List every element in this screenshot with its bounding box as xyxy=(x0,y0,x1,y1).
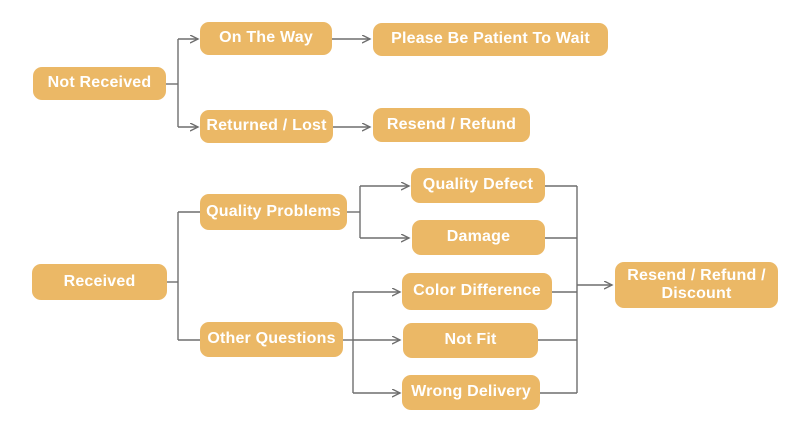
node-label: Resend / Refund xyxy=(386,115,517,133)
node-label: Please Be Patient To Wait xyxy=(391,30,590,48)
node-damage: Damage xyxy=(412,220,545,255)
node-on-the-way: On The Way xyxy=(200,22,332,55)
node-wrong-delivery: Wrong Delivery xyxy=(402,375,540,410)
node-please-be-patient: Please Be Patient To Wait xyxy=(373,23,608,56)
node-label: Not Received xyxy=(47,74,152,92)
node-label: Damage xyxy=(446,228,511,246)
node-not-received: Not Received xyxy=(33,67,166,100)
node-returned-lost: Returned / Lost xyxy=(200,110,333,143)
node-received: Received xyxy=(32,264,167,300)
node-resend-refund: Resend / Refund xyxy=(373,108,530,142)
node-label: Other Questions xyxy=(207,330,336,348)
node-resend-refund-discount: Resend / Refund / Discount xyxy=(615,262,778,308)
node-label: Resend / Refund / Discount xyxy=(627,266,766,302)
node-quality-problems: Quality Problems xyxy=(200,194,347,230)
node-label: Returned / Lost xyxy=(206,117,327,135)
node-not-fit: Not Fit xyxy=(403,323,538,358)
node-label: Received xyxy=(63,272,136,290)
node-label: Not Fit xyxy=(444,331,497,349)
node-label: Wrong Delivery xyxy=(411,383,531,401)
node-color-difference: Color Difference xyxy=(402,273,552,310)
node-label: Quality Problems xyxy=(206,202,341,220)
node-quality-defect: Quality Defect xyxy=(411,168,545,203)
node-label: Quality Defect xyxy=(422,176,534,194)
node-label: Color Difference xyxy=(413,282,541,300)
node-other-questions: Other Questions xyxy=(200,322,343,357)
node-label: On The Way xyxy=(219,29,313,47)
